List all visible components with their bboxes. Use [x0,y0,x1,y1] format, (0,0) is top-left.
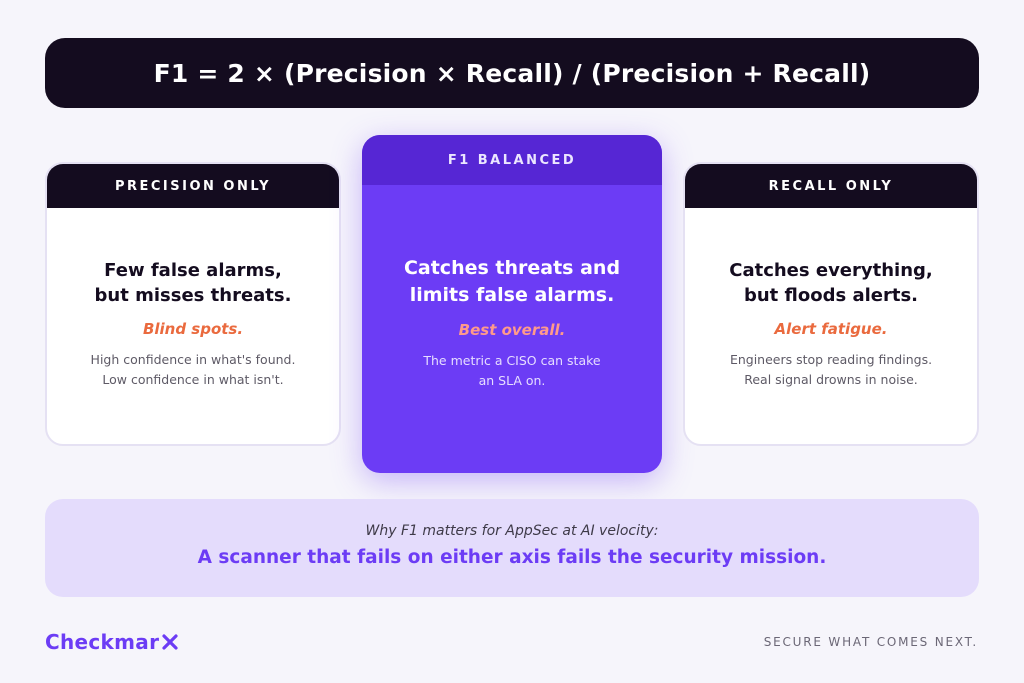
summary-banner: Why F1 matters for AppSec at AI velocity… [45,499,979,597]
banner-subtitle: Why F1 matters for AppSec at AI velocity… [365,523,659,539]
card-tagline: Alert fatigue. [774,320,888,338]
card-recall-only: RECALL ONLY Catches everything, but floo… [683,162,979,446]
card-note: Engineers stop reading findings. Real si… [729,352,933,387]
card-note: The metric a CISO can stake an SLA on. [423,353,601,388]
card-header: PRECISION ONLY [47,164,339,208]
formula-text: F1 = 2 × (Precision × Recall) / (Precisi… [153,58,871,88]
checkmarx-logo: Checkmar [45,630,179,654]
logo-text: Checkmar [45,630,160,654]
card-precision-only: PRECISION ONLY Few false alarms, but mis… [45,162,341,446]
card-header: RECALL ONLY [685,164,977,208]
card-tagline: Blind spots. [142,320,244,338]
card-tagline: Best overall. [458,321,566,339]
card-body: Catches threats and limits false alarms.… [362,185,662,391]
card-body: Few false alarms, but misses threats. Bl… [47,208,339,390]
card-headline: Catches everything, but floods alerts. [729,260,933,306]
card-headline: Few false alarms, but misses threats. [94,260,292,306]
slogan: SECURE WHAT COMES NEXT. [763,635,978,649]
card-f1-balanced: F1 BALANCED Catches threats and limits f… [362,135,662,473]
banner-message: A scanner that fails on either axis fail… [197,547,827,568]
formula-banner: F1 = 2 × (Precision × Recall) / (Precisi… [45,38,979,108]
card-body: Catches everything, but floods alerts. A… [685,208,977,390]
x-mark-icon [162,634,178,650]
card-header: F1 BALANCED [362,135,662,185]
card-note: High confidence in what's found. Low con… [90,352,296,387]
card-headline: Catches threats and limits false alarms. [403,257,621,306]
